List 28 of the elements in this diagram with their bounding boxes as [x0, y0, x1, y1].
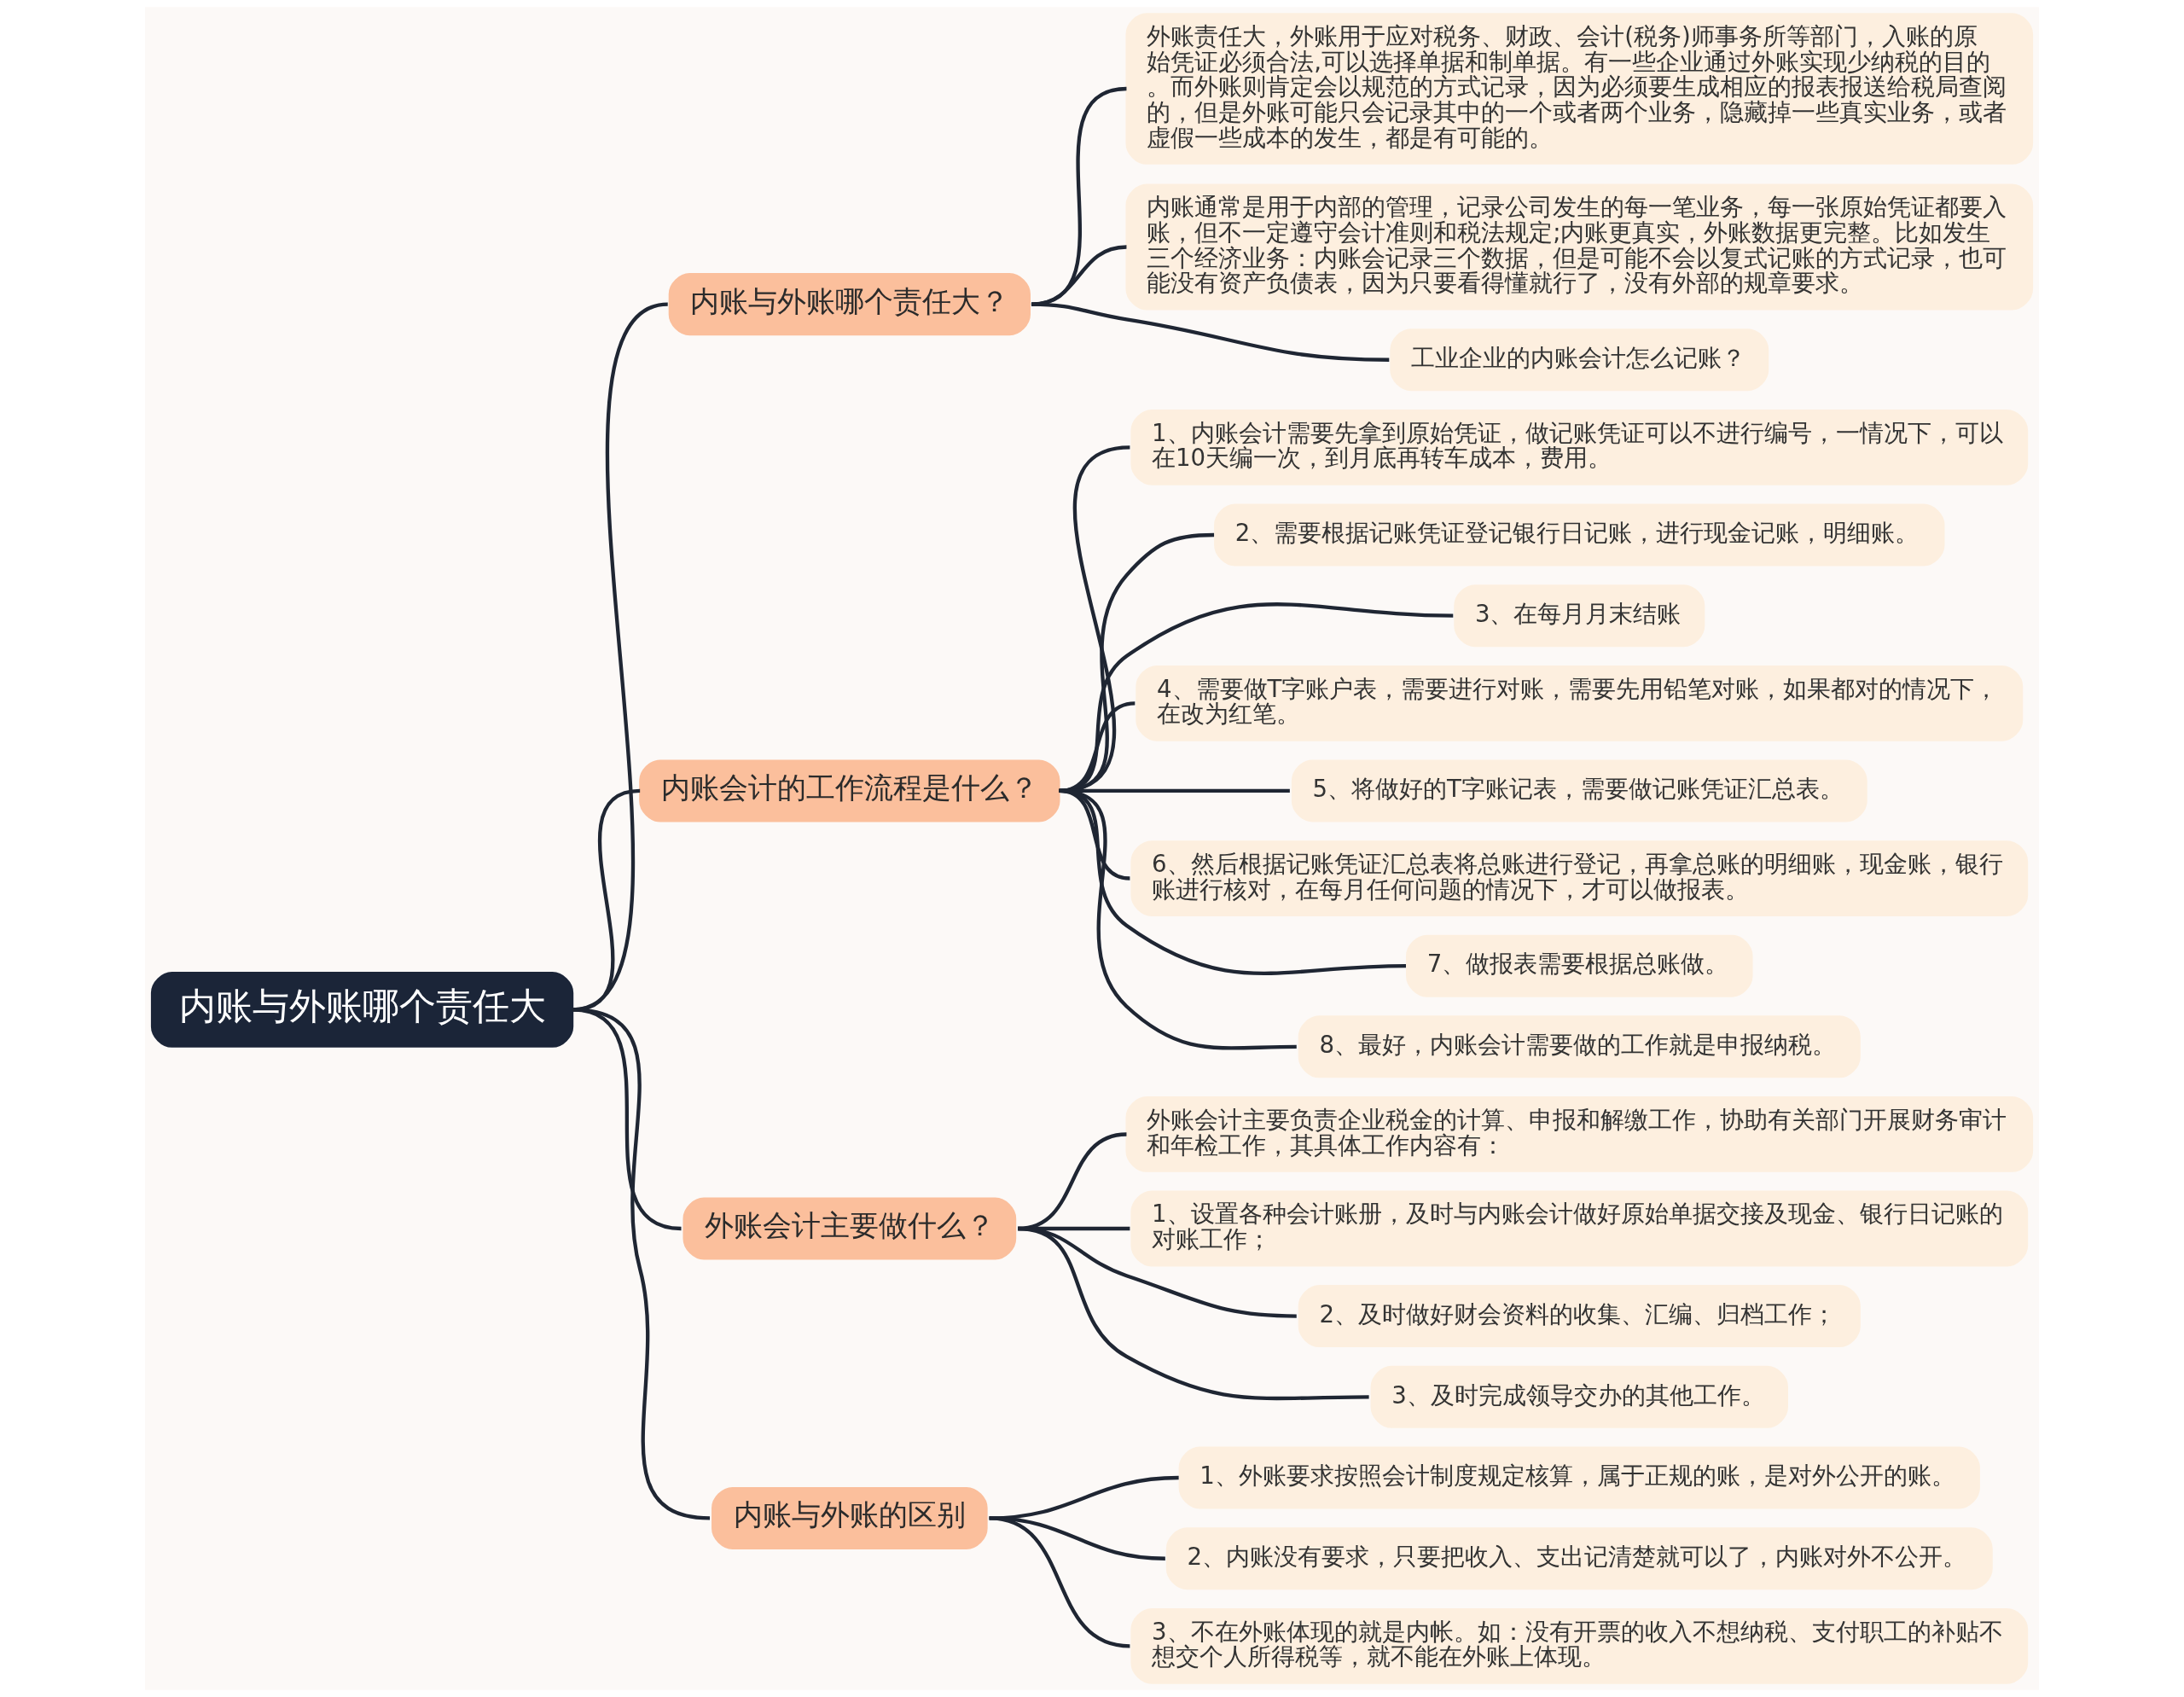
node-box: 3、不在外账体现的就是内帐。如：没有开票的收入不想纳税、支付职工的补贴不想交个人所得税等，就不能在外账上体现。 — [1130, 1607, 2029, 1684]
node-box: 6、然后根据记账凭证汇总表将总账进行登记，再拿总账的明细账，现金账，银行账进行核对，在每月任何问题的情况下，才可以做报表。 — [1130, 840, 2029, 916]
node-box: 内账与外账哪个责任大？ — [668, 273, 1031, 336]
node-box: 外账会计主要负责企业税金的计算、申报和解缴工作，协助有关部门开展财务审计和年检工作，其具体工作内容有： — [1125, 1096, 2034, 1172]
node-box: 2、及时做好财会资料的收集、汇编、归档工作； — [1298, 1285, 1861, 1348]
node-box: 8、最好，内账会计需要做的工作就是申报纳税。 — [1298, 1015, 1861, 1078]
node-box: 外账责任大，外账用于应对税务、财政、会计(税务)师事务所等部门，入账的原始凭证必须合法,可以选择单据和制单据。有一些企业通过外账实现少纳税的目的。而外账则肯定会以规范的方式记录，因为必须要生成相应的报表报送给税局查阅的，但是外账可能只会记录其中的一个或者两个业务，隐藏掉一些真实业务，或者虚假一些成本的发生，都是有可能的。 — [1125, 13, 2034, 165]
connector — [1031, 302, 1390, 362]
node-box: 3、在每月月末结账 — [1454, 584, 1705, 648]
connector — [989, 1516, 1130, 1648]
node-box: 2、需要根据记账凭证登记银行日记账，进行现金记账，明细账。 — [1214, 503, 1945, 567]
node-box: 7、做报表需要根据总账做。 — [1406, 934, 1753, 997]
node-box: 1、外账要求按照会计制度规定核算，属于正规的账，是对外公开的账。 — [1178, 1446, 1980, 1509]
node-box: 工业企业的内账会计怎么记账？ — [1390, 328, 1769, 392]
node-box: 1、内账会计需要先拿到原始凭证，做记账凭证可以不进行编号，一情况下，可以在10天编一次，到月底再转车成本，费用。 — [1130, 409, 2029, 485]
node-box: 内账与外账哪个责任大 — [150, 972, 574, 1048]
node-box: 4、需要做T字账户表，需要进行对账，需要先用铅笔对账，如果都对的情况下，在改为红笔。 — [1136, 665, 2024, 741]
connector — [1017, 1226, 1369, 1401]
connector — [1059, 788, 1297, 1050]
node-box: 外账会计主要做什么？ — [682, 1197, 1017, 1260]
connector — [572, 1008, 711, 1520]
node-box: 内账与外账的区别 — [712, 1486, 988, 1549]
node-box: 5、将做好的T字账记表，需要做记账凭证汇总表。 — [1291, 759, 1867, 822]
node-box: 1、设置各种会计账册，及时与内账会计做好原始单据交接及现金、银行日记账的对账工作； — [1130, 1190, 2029, 1267]
node-box: 2、内账没有要求，只要把收入、支出记清楚就可以了，内账对外不公开。 — [1165, 1527, 1993, 1590]
node-box: 内账会计的工作流程是什么？ — [639, 759, 1060, 822]
node-box: 3、及时完成领导交办的其他工作。 — [1370, 1365, 1788, 1428]
node-box: 内账通常是用于内部的管理，记录公司发生的每一笔业务，每一张原始凭证都要入账，但不一定遵守会计准则和税法规定;内账更真实，外账数据更完整。比如发生三个经济业务：内账会记录三个数据，但是可能不会以复式记账的方式记录，也可能没有资产负债表，因为只要看得懂就行了，没有外部的规章要求。 — [1125, 183, 2034, 311]
